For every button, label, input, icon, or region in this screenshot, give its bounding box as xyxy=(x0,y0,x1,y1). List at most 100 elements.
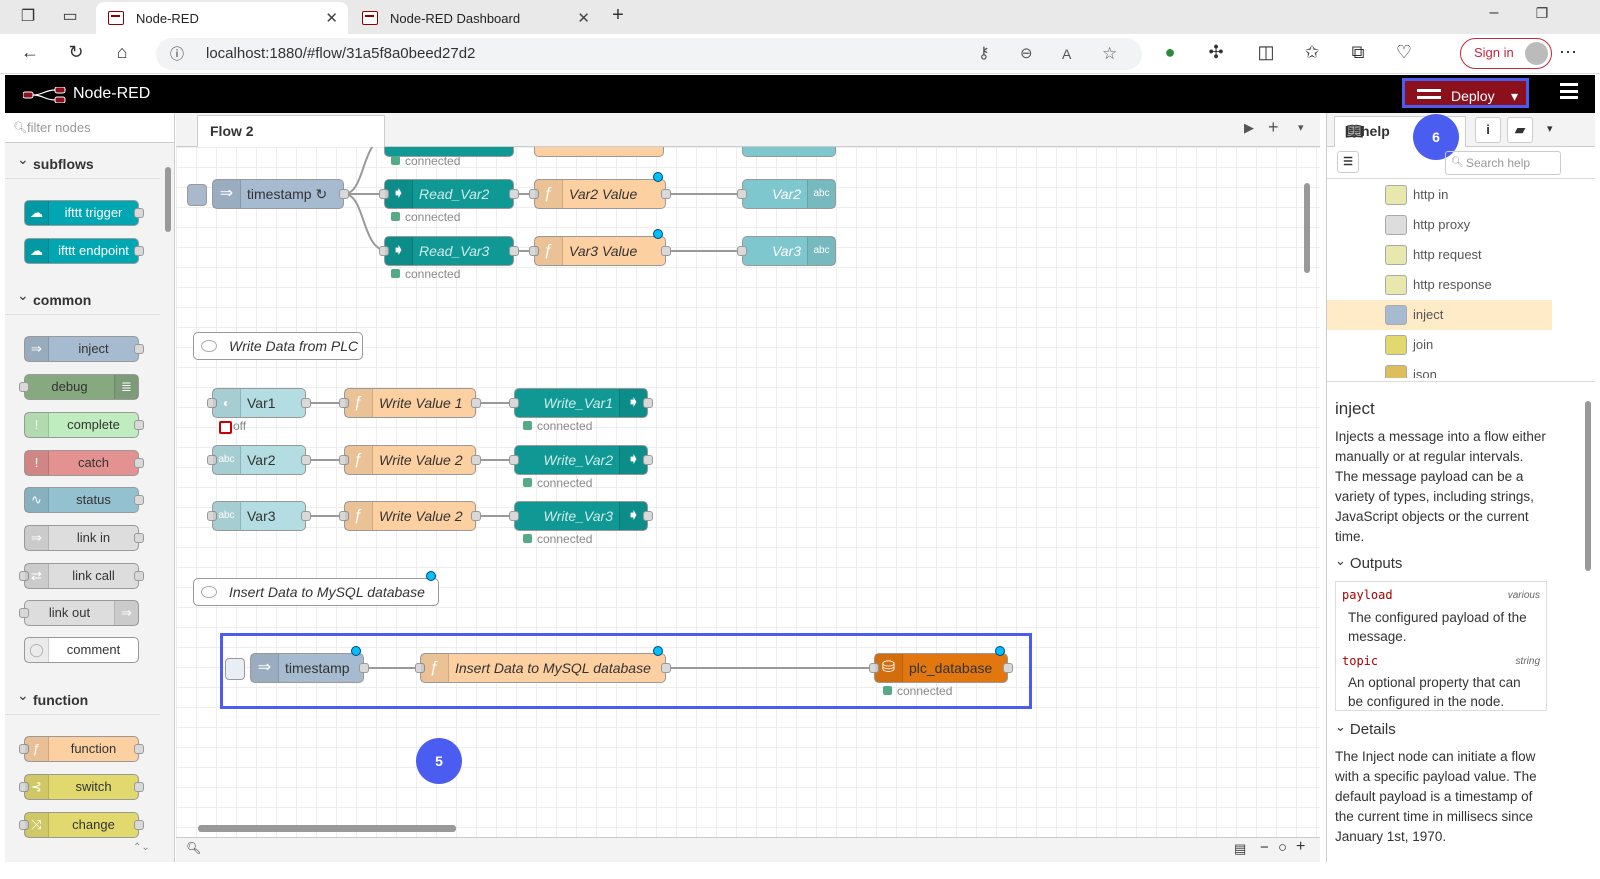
read-aloud-icon[interactable]: A xyxy=(1062,46,1072,62)
list-item[interactable]: join xyxy=(1327,330,1552,360)
zoom-out-icon[interactable]: ⊖ xyxy=(1020,45,1033,62)
palette-node-link-out[interactable]: link out⇒ xyxy=(19,600,139,626)
flow-node-var2-text[interactable]: Var2 abc xyxy=(737,179,836,209)
flow-workspace[interactable]: connected ⇒ timestamp ↻ ➧ Read_Var2 conn… xyxy=(176,147,1320,837)
input-port[interactable] xyxy=(379,246,389,256)
help-scrollbar[interactable] xyxy=(1584,393,1592,853)
output-port[interactable] xyxy=(661,246,671,256)
back-icon[interactable]: ← xyxy=(21,42,39,62)
tab-actions-icon[interactable]: ▭ xyxy=(62,8,78,25)
palette-node-inject[interactable]: ⇒inject xyxy=(24,336,144,362)
minimize-icon[interactable]: – xyxy=(1489,4,1499,21)
zoom-reset-icon[interactable]: ○ xyxy=(1278,839,1288,856)
main-menu-icon[interactable] xyxy=(1560,83,1578,99)
extension-globe-icon[interactable]: ● xyxy=(1164,42,1176,62)
deploy-button[interactable]: Deploy ▾ xyxy=(1402,78,1529,108)
flow-node-timestamp-1[interactable]: ⇒ timestamp ↻ xyxy=(187,179,349,209)
palette-node-link-in[interactable]: ⇒link in xyxy=(24,525,144,551)
palette-node-ifttt-trigger[interactable]: ☁ifttt trigger xyxy=(24,200,144,226)
refresh-icon[interactable]: ↻ xyxy=(68,42,84,62)
add-flow-icon[interactable]: + xyxy=(1268,117,1279,137)
palette-node-link-call[interactable]: ⇄link call xyxy=(19,563,144,589)
input-port[interactable] xyxy=(207,511,217,521)
flow-node-var1-switch[interactable]: ◐ Var1 off xyxy=(207,388,311,434)
key-icon[interactable]: ⚷ xyxy=(978,45,990,62)
inject-trigger-button[interactable] xyxy=(225,658,245,680)
input-port[interactable] xyxy=(509,398,519,408)
flow-node-var3-value[interactable]: ƒ Var3 Value xyxy=(529,229,671,266)
tab-flow-2[interactable]: Flow 2 xyxy=(197,115,385,147)
flow-node-plc-database[interactable]: ⛁ plc_database connected xyxy=(869,646,1013,698)
palette-node-status[interactable]: ∿status xyxy=(24,487,144,513)
browser-tab-dashboard[interactable]: Node-RED Dashboard ✕ xyxy=(350,2,600,34)
address-bar[interactable]: ⓘ localhost:1880/#flow/31a5f8a0beed27d2 … xyxy=(156,38,1142,70)
favorites-icon[interactable]: ✩ xyxy=(1304,42,1320,62)
palette-node-catch[interactable]: !catch xyxy=(24,450,144,476)
extensions-icon[interactable]: ✣ xyxy=(1208,42,1224,62)
list-item[interactable]: json xyxy=(1327,360,1552,378)
input-port[interactable] xyxy=(415,663,425,673)
palette-node-change[interactable]: ⤨change xyxy=(19,812,144,838)
collapse-all-icon[interactable]: ⌃⌄ xyxy=(133,842,150,853)
inject-trigger-button[interactable] xyxy=(187,184,207,206)
output-port[interactable] xyxy=(471,455,481,465)
output-port[interactable] xyxy=(661,663,671,673)
list-item[interactable]: http response xyxy=(1327,270,1552,300)
input-port[interactable] xyxy=(529,246,539,256)
favorite-star-icon[interactable]: ☆ xyxy=(1102,44,1118,63)
new-tab-icon[interactable]: + xyxy=(612,4,624,26)
sidebar-menu-icon[interactable]: ▾ xyxy=(1547,123,1553,135)
list-item[interactable]: http request xyxy=(1327,240,1552,270)
list-item-selected[interactable]: inject xyxy=(1327,300,1552,330)
input-port[interactable] xyxy=(737,189,747,199)
flow-node-write-value-3[interactable]: ƒ Write Value 2 xyxy=(339,501,481,531)
zoom-in-icon[interactable]: + xyxy=(1296,838,1306,855)
details-section-header[interactable]: Details xyxy=(1335,721,1396,738)
input-port[interactable] xyxy=(339,398,349,408)
flow-node-var3-text[interactable]: Var3 abc xyxy=(737,236,836,266)
split-screen-icon[interactable]: ◫ xyxy=(1257,42,1275,62)
flow-node-var2-value[interactable]: ƒ Var2 Value xyxy=(529,172,671,209)
output-port[interactable] xyxy=(301,511,311,521)
output-port[interactable] xyxy=(509,189,519,199)
palette-node-comment[interactable]: ◯comment xyxy=(24,637,139,663)
input-port[interactable] xyxy=(207,455,217,465)
search-flows-icon[interactable]: 🔍︎ xyxy=(186,841,202,855)
palette-node-switch[interactable]: ⊰switch xyxy=(19,774,144,800)
restore-icon[interactable]: ❐ xyxy=(1535,5,1549,21)
input-port[interactable] xyxy=(379,189,389,199)
workspaces-icon[interactable]: ❐ xyxy=(20,8,36,25)
flow-node-write-var2[interactable]: Write_Var2 ➧ connected xyxy=(509,445,653,490)
scrollbar-thumb[interactable] xyxy=(1585,401,1591,571)
flow-node-insert-data[interactable]: ƒ Insert Data to MySQL database xyxy=(415,646,671,683)
scrollbar-thumb[interactable] xyxy=(198,825,456,832)
output-port[interactable] xyxy=(509,246,519,256)
context-tab-button[interactable]: ▰ xyxy=(1507,117,1533,143)
outputs-section-header[interactable]: Outputs xyxy=(1335,555,1403,572)
close-tab-icon[interactable]: ✕ xyxy=(325,10,338,27)
flow-node-write-var3[interactable]: Write_Var3 ➧ connected xyxy=(509,501,653,546)
comment-write-data[interactable]: Write Data from PLC xyxy=(193,332,363,360)
flow-list-icon[interactable]: ▾ xyxy=(1298,122,1304,134)
more-options-icon[interactable]: ⋯ xyxy=(1559,42,1577,62)
flow-node-timestamp-2[interactable]: ⇒ timestamp xyxy=(225,646,369,683)
output-port[interactable] xyxy=(643,398,653,408)
navigator-map-icon[interactable]: ▤ xyxy=(1234,841,1247,856)
flow-node-read-var2[interactable]: ➧ Read_Var2 connected xyxy=(379,179,519,224)
sign-in-button[interactable]: Sign in xyxy=(1460,38,1552,69)
input-port[interactable] xyxy=(207,398,217,408)
output-port[interactable] xyxy=(339,189,349,199)
output-port[interactable] xyxy=(643,455,653,465)
browser-essentials-icon[interactable]: ♡ xyxy=(1395,42,1413,62)
flow-node-write-value-1[interactable]: ƒ Write Value 1 xyxy=(339,388,481,418)
search-help-input[interactable]: 🔍︎ Search help xyxy=(1445,151,1561,175)
flow-node-read-var3[interactable]: ➧ Read_Var3 connected xyxy=(379,236,519,281)
input-port[interactable] xyxy=(869,663,879,673)
flow-node-var3-input[interactable]: abc Var3 xyxy=(207,501,311,531)
palette-category-function[interactable]: function xyxy=(5,680,160,715)
input-port[interactable] xyxy=(737,246,747,256)
flow-node-write-var1[interactable]: Write_Var1 ➧ connected xyxy=(509,388,653,433)
deploy-dropdown-icon[interactable]: ▾ xyxy=(1510,88,1518,104)
output-port[interactable] xyxy=(471,398,481,408)
